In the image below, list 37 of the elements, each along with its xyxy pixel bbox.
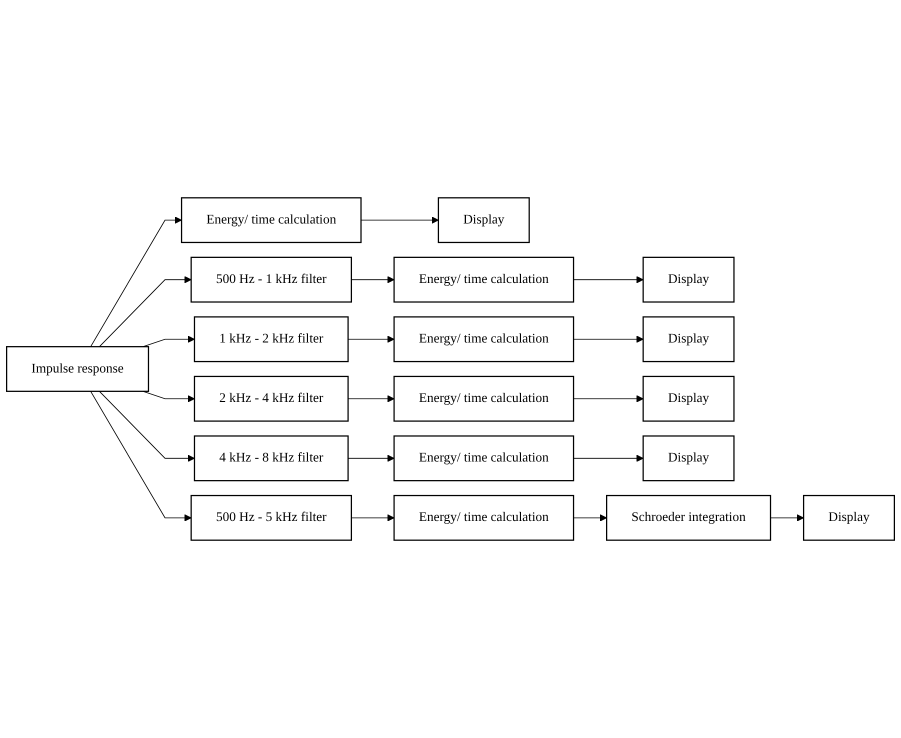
node-box: Energy/ time calculation <box>393 256 574 303</box>
arrow <box>90 216 182 348</box>
node-box: 2 kHz - 4 kHz filter <box>194 376 349 422</box>
arrow <box>573 336 644 343</box>
arrow <box>573 454 644 462</box>
node-box: 500 Hz - 5 kHz filter <box>190 494 352 541</box>
arrow <box>142 336 195 348</box>
node-box: Energy/ time calculation <box>393 316 574 362</box>
arrow <box>348 454 394 462</box>
node-box: Display <box>802 494 895 541</box>
arrow <box>573 514 607 522</box>
node-box: 500 Hz - 1 kHz filter <box>190 256 352 303</box>
arrow <box>348 395 394 402</box>
arrow <box>348 336 394 343</box>
arrow <box>360 216 439 224</box>
node-box: Energy/ time calculation <box>393 376 574 422</box>
arrow <box>770 514 804 522</box>
node-box: Display <box>642 256 735 303</box>
node-box: 4 kHz - 8 kHz filter <box>194 435 349 482</box>
node-box: Display <box>642 376 735 422</box>
arrow <box>350 276 394 284</box>
arrow <box>350 514 394 522</box>
arrow <box>99 390 195 462</box>
node-box: 1 kHz - 2 kHz filter <box>194 316 349 362</box>
arrow <box>90 390 192 522</box>
node-box: Energy/ time calculation <box>393 435 574 482</box>
arrow <box>142 390 195 402</box>
node-box: Display <box>642 316 735 362</box>
arrow <box>99 276 192 348</box>
node-box: Display <box>642 435 735 482</box>
arrow <box>573 395 644 402</box>
node-box: Impulse response <box>6 346 150 392</box>
node-box: Energy/ time calculation <box>393 494 574 541</box>
arrow <box>573 276 644 284</box>
node-box: Schroeder integration <box>606 494 772 541</box>
node-box: Energy/ time calculation <box>180 197 362 244</box>
node-box: Display <box>438 197 530 244</box>
